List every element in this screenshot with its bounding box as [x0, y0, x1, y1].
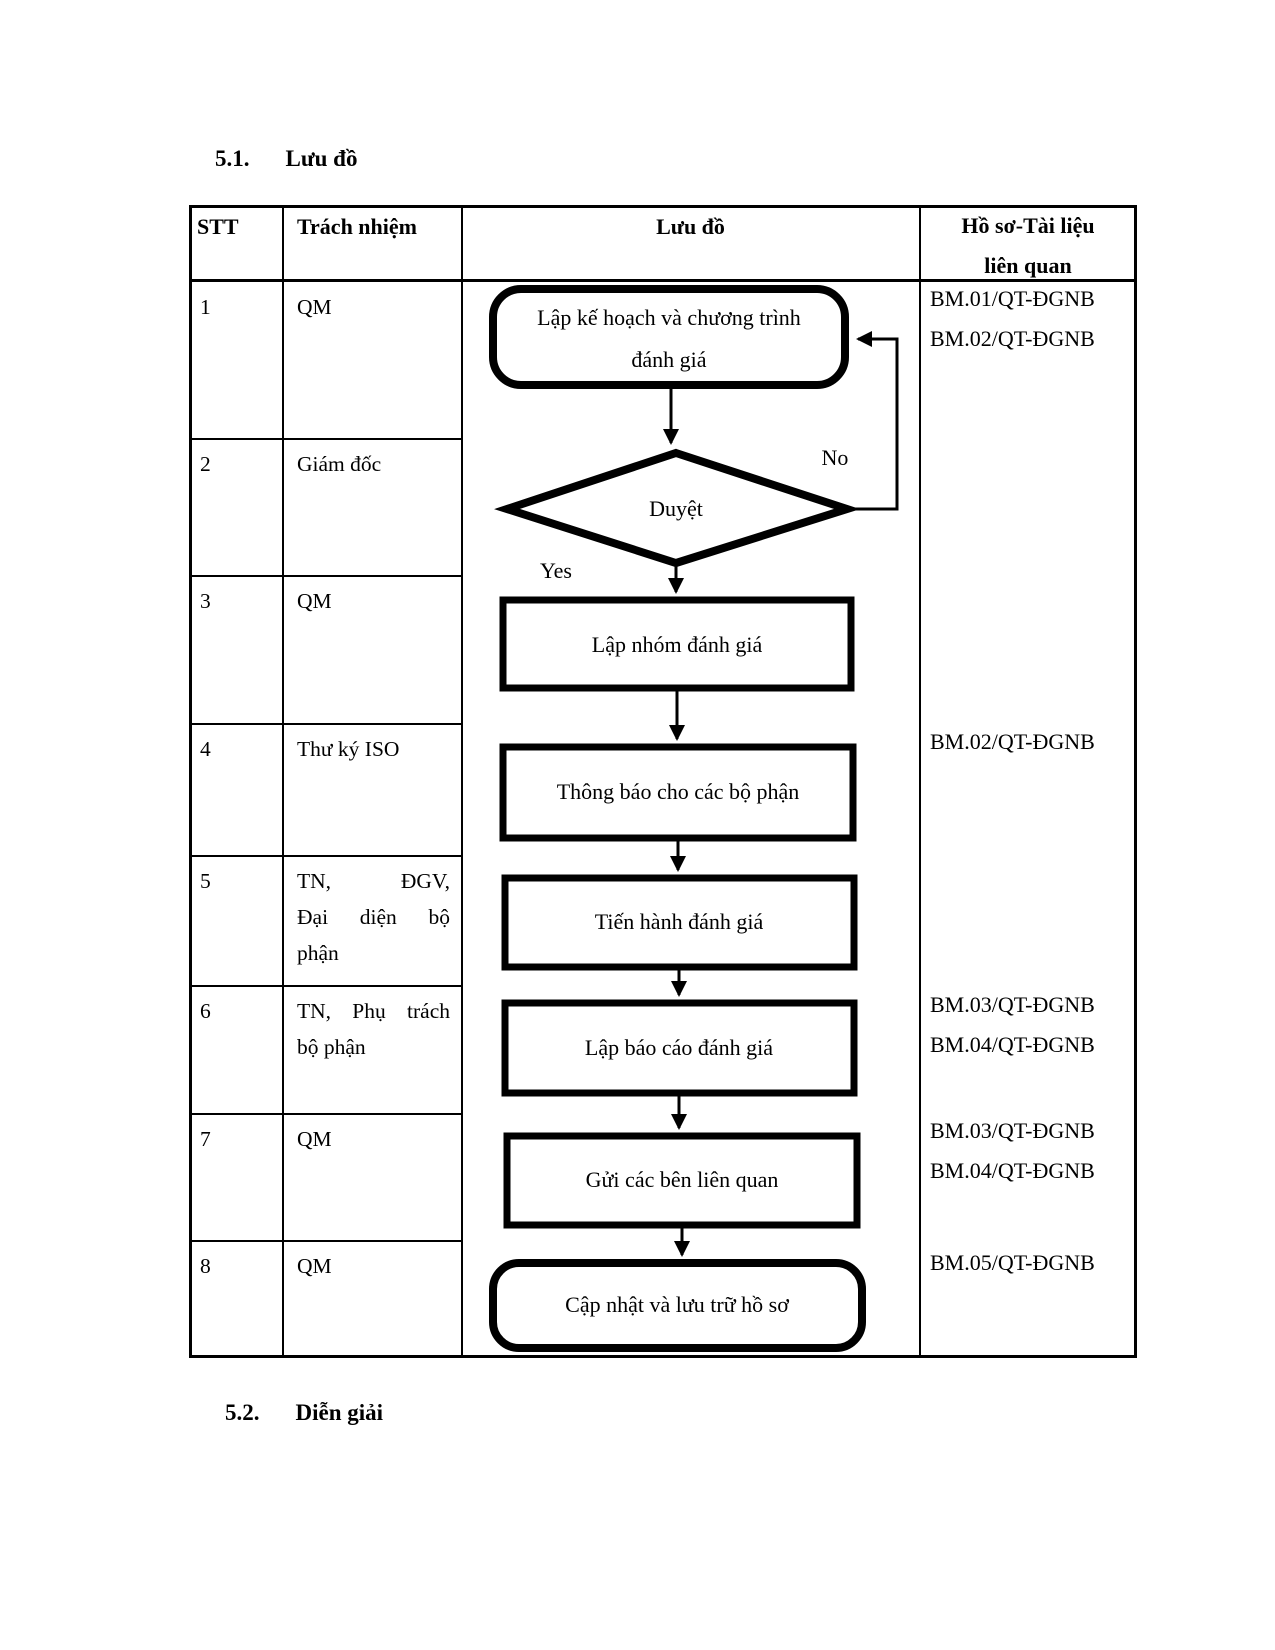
flow-node-notify-label: Thông báo cho các bộ phận	[557, 779, 800, 804]
section-number: 5.1.	[215, 146, 250, 171]
responsibility-cell: Thư ký ISO	[297, 731, 450, 767]
header-docs-line2: liên quan	[984, 253, 1072, 278]
docs-cell-row4: BM.02/QT-ĐGNB	[930, 722, 1135, 762]
stt-cell: 5	[200, 869, 211, 893]
stt-cell: 3	[200, 589, 211, 613]
flow-node-conduct-label: Tiến hành đánh giá	[595, 909, 764, 934]
flow-node-send-label: Gửi các bên liên quan	[586, 1167, 779, 1192]
doc-ref: BM.02/QT-ĐGNB	[930, 326, 1095, 351]
flow-arrow-no-loop	[847, 331, 899, 511]
responsibility-line: Giám đốc	[297, 452, 382, 476]
responsibility-cell: QM	[297, 1121, 450, 1157]
flow-node-plan-label: Lập kế hoạch và chương trình	[537, 305, 801, 330]
row-divider	[189, 855, 463, 857]
flow-node-approve-diamond	[494, 448, 861, 568]
stt-cell: 1	[200, 295, 211, 319]
section-heading-5-2: 5.2. Diễn giải	[225, 1400, 383, 1426]
column-divider-flow	[919, 205, 921, 1358]
row-divider	[189, 723, 463, 725]
row-divider	[189, 1113, 463, 1115]
responsibility-line: TN, Phụ trách	[297, 999, 450, 1023]
flow-node-team-label: Lập nhóm đánh giá	[592, 632, 763, 657]
column-divider-stt	[282, 205, 284, 1358]
section-title: Lưu đồ	[285, 146, 358, 171]
flow-node-team	[499, 596, 855, 692]
flow-node-report	[501, 999, 858, 1097]
section-number: 5.2.	[225, 1400, 260, 1425]
stt-cell: 4	[200, 737, 211, 761]
flow-node-archive	[489, 1259, 866, 1352]
doc-ref: BM.04/QT-ĐGNB	[930, 1032, 1095, 1057]
header-responsibility: Trách nhiệm	[297, 214, 417, 239]
header-row-divider	[189, 279, 1137, 282]
doc-ref: BM.04/QT-ĐGNB	[930, 1158, 1095, 1183]
header-flow: Lưu đồ	[656, 214, 725, 239]
doc-ref: BM.03/QT-ĐGNB	[930, 992, 1095, 1017]
doc-ref: BM.05/QT-ĐGNB	[930, 1250, 1095, 1275]
docs-cell-row8: BM.05/QT-ĐGNB	[930, 1243, 1135, 1283]
doc-ref: BM.02/QT-ĐGNB	[930, 729, 1095, 754]
header-stt: STT	[197, 214, 239, 239]
column-divider-responsibility	[461, 205, 463, 1358]
row-divider	[189, 438, 463, 440]
responsibility-cell: QM	[297, 583, 450, 619]
docs-cell-row6: BM.03/QT-ĐGNB BM.04/QT-ĐGNB	[930, 985, 1135, 1065]
flow-node-notify	[499, 743, 857, 842]
responsibility-line: phận	[297, 941, 339, 965]
row-divider	[189, 985, 463, 987]
stt-cell: 8	[200, 1254, 211, 1278]
responsibility-line: bộ phận	[297, 1035, 366, 1059]
responsibility-line: QM	[297, 1127, 332, 1151]
header-docs-line1: Hồ sơ-Tài liệu	[961, 213, 1095, 238]
responsibility-line: QM	[297, 589, 332, 613]
responsibility-cell: TN, ĐGV, Đại diện bộ phận	[297, 863, 450, 971]
section-title: Diễn giải	[295, 1400, 384, 1425]
responsibility-cell: QM	[297, 289, 450, 325]
header-docs: Hồ sơ-Tài liệu liên quan	[921, 206, 1135, 286]
responsibility-cell: TN, Phụ trách bộ phận	[297, 993, 450, 1065]
flow-branch-yes-label: Yes	[540, 558, 572, 583]
responsibility-cell: Giám đốc	[297, 446, 450, 482]
stt-cell: 7	[200, 1127, 211, 1151]
table-border	[189, 205, 1137, 1358]
responsibility-cell: QM	[297, 1248, 450, 1284]
doc-ref: BM.01/QT-ĐGNB	[930, 286, 1095, 311]
stt-cell: 2	[200, 452, 211, 476]
flow-node-plan	[489, 285, 849, 389]
flow-node-conduct	[501, 874, 858, 971]
responsibility-line: TN, ĐGV,	[297, 869, 450, 893]
flow-branch-no-label: No	[822, 445, 849, 470]
stt-cell: 6	[200, 999, 211, 1023]
flow-node-archive-label: Cập nhật và lưu trữ hồ sơ	[565, 1292, 789, 1317]
flow-node-plan-label: đánh giá	[631, 347, 706, 372]
doc-ref: BM.03/QT-ĐGNB	[930, 1118, 1095, 1143]
flow-node-send	[503, 1132, 861, 1229]
responsibility-line: Đại diện bộ	[297, 905, 450, 929]
docs-cell-row1: BM.01/QT-ĐGNB BM.02/QT-ĐGNB	[930, 279, 1135, 359]
responsibility-line: QM	[297, 295, 332, 319]
responsibility-line: Thư ký ISO	[297, 737, 400, 761]
row-divider	[189, 575, 463, 577]
responsibility-line: QM	[297, 1254, 332, 1278]
flow-node-report-label: Lập báo cáo đánh giá	[585, 1035, 773, 1060]
flow-node-approve-label: Duyệt	[649, 496, 703, 521]
section-heading-5-1: 5.1. Lưu đồ	[215, 146, 357, 172]
docs-cell-row7: BM.03/QT-ĐGNB BM.04/QT-ĐGNB	[930, 1111, 1135, 1191]
row-divider	[189, 1240, 463, 1242]
